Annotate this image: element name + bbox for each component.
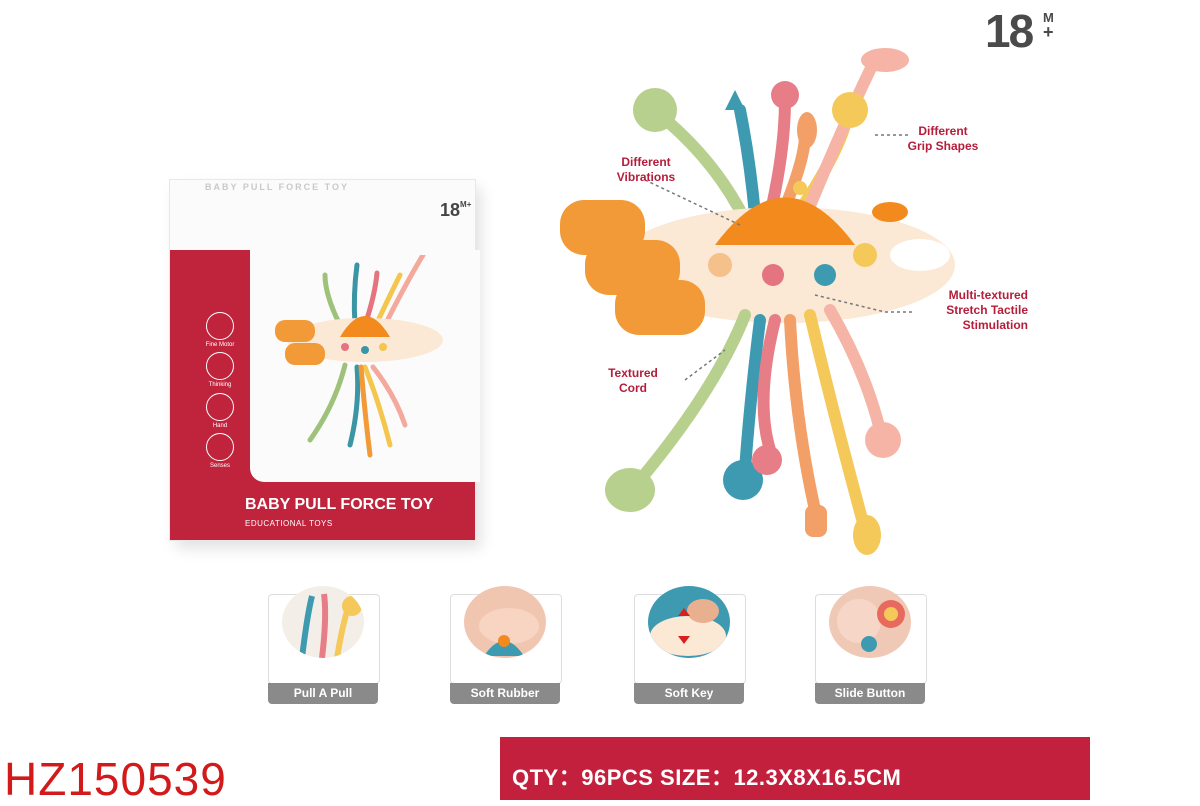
pointer-icon [206,393,234,421]
age-plus: + [1043,22,1054,42]
spec-text: QTY：96PCS SIZE：12.3X8X16.5CM [512,765,902,790]
package-subtitle: EDUCATIONAL TOYS [245,519,333,528]
age-unit: M [1043,10,1054,25]
skill-hand: Hand [203,393,237,429]
package-red-band [170,480,475,540]
age-number: 18 [985,5,1034,57]
skill-thinking: Thinking [203,352,237,388]
spec-bar [500,737,1090,800]
age-badge: 18 M + [985,4,1054,58]
skill-senses: Senses [203,433,237,469]
skill-fine-motor: Fine Motor [203,312,237,348]
feature-slide-button: Slide Button [815,586,927,712]
feature-soft-key: Soft Key [634,586,746,712]
product-code: HZ150539 [4,753,227,805]
face-icon [206,433,234,461]
feature-rubber-image [464,586,546,658]
main-toy-image [560,48,955,555]
feature-key-image [648,586,730,658]
feature-slide-image [829,586,911,658]
feature-pull-image [282,586,364,658]
hand-icon [206,312,234,340]
brain-icon [206,352,234,380]
package-toy-image [275,255,443,458]
feature-soft-rubber: Soft Rubber [450,586,562,712]
package-age: 18M+ [440,200,472,220]
feature-pull: Pull A Pull [268,586,380,712]
package-title: BABY PULL FORCE TOY [245,496,434,513]
package-top-text: BABY PULL FORCE TOY [205,182,350,192]
